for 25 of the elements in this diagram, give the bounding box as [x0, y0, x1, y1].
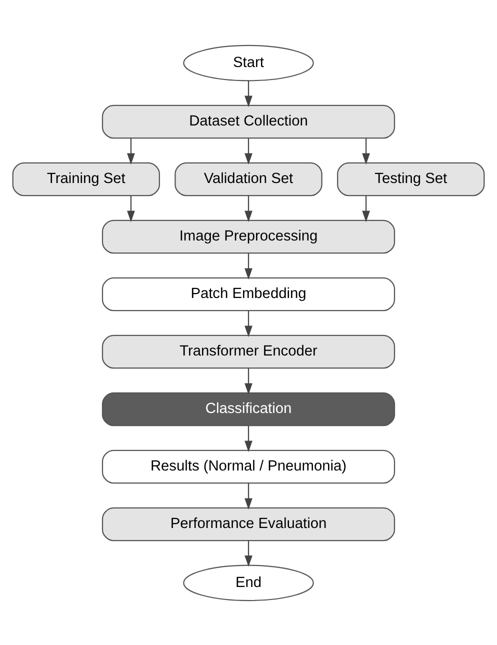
- arrow: [244, 80, 252, 107]
- arrow: [244, 425, 252, 452]
- node-box: Dataset Collection: [102, 104, 396, 138]
- arrow: [244, 138, 252, 164]
- arrow: [244, 195, 252, 222]
- node-box: Transformer Encoder: [102, 334, 396, 368]
- node-box: Classification: [102, 392, 396, 426]
- node-ellipse: Start: [183, 44, 314, 81]
- arrow: [244, 482, 252, 510]
- node-box: Testing Set: [337, 162, 485, 196]
- arrow: [362, 195, 370, 222]
- arrow: [362, 138, 370, 164]
- arrow: [244, 252, 252, 280]
- arrow: [127, 195, 135, 222]
- node-box: Performance Evaluation: [102, 506, 396, 541]
- arrow: [244, 368, 252, 394]
- node-box: Image Preprocessing: [102, 219, 396, 254]
- node-box: Results (Normal / Pneumonia): [102, 449, 396, 484]
- arrow: [127, 138, 135, 164]
- node-ellipse: End: [183, 564, 314, 601]
- node-box: Training Set: [12, 162, 160, 196]
- node-box: Validation Set: [174, 162, 322, 196]
- arrow: [244, 540, 252, 566]
- node-box: Patch Embedding: [102, 276, 396, 311]
- arrow: [244, 310, 252, 337]
